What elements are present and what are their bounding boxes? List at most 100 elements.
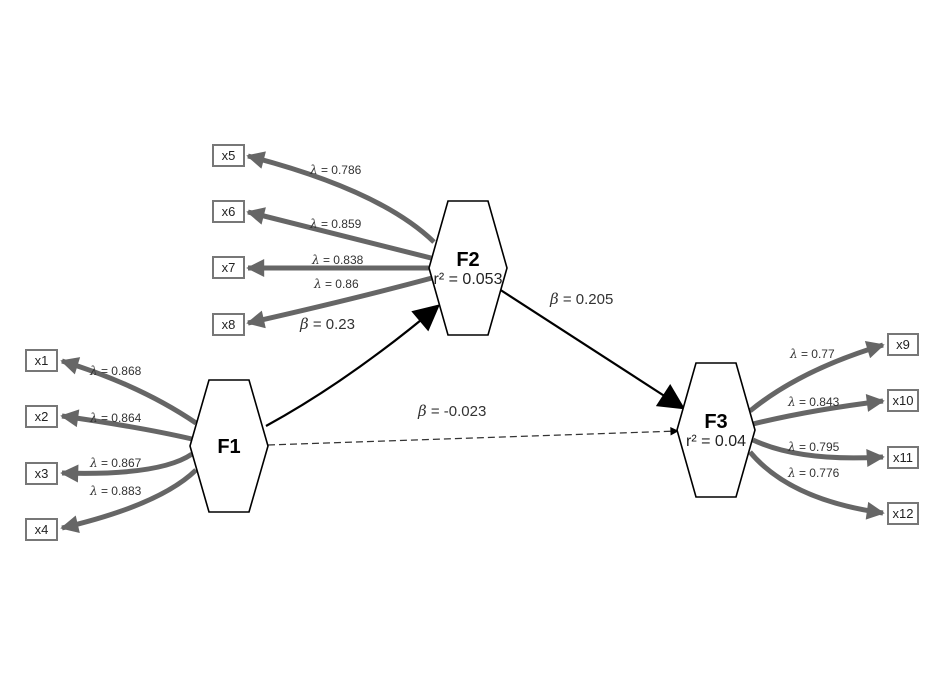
beta-value: = -0.023 bbox=[427, 403, 487, 420]
loading-label-x5: λ = 0.786 bbox=[309, 163, 362, 177]
path-label-f2-f3: β = 0.205 bbox=[549, 290, 613, 308]
indicator-box bbox=[887, 446, 919, 469]
loading-label-x6: λ = 0.859 bbox=[309, 217, 362, 231]
lambda-symbol: λ bbox=[789, 347, 798, 361]
latent-hexagon bbox=[189, 379, 269, 513]
indicator-box bbox=[212, 313, 245, 336]
r2-symbol: r² bbox=[686, 433, 697, 450]
indicator-label: x11 bbox=[893, 450, 913, 465]
indicator-x4: x4 bbox=[25, 518, 58, 541]
lambda-symbol: λ bbox=[313, 277, 322, 291]
indicator-box bbox=[887, 333, 919, 356]
loading-value: = 0.883 bbox=[98, 484, 142, 498]
path-arrow-f1-f2 bbox=[265, 304, 441, 427]
loading-label-x7: λ = 0.838 bbox=[311, 253, 364, 267]
latent-name: F3 bbox=[704, 411, 727, 433]
lambda-symbol: λ bbox=[89, 484, 98, 498]
indicator-label: x6 bbox=[222, 204, 236, 219]
indicators-layer: x1 x2 x3 x4 x5 x6 x7 x8 x9 x10 x11 x12 bbox=[25, 144, 919, 541]
loading-arrow-f2-x8 bbox=[246, 275, 433, 329]
loading-value: = 0.867 bbox=[98, 456, 142, 470]
loading-arrow-f1-x3 bbox=[60, 451, 194, 483]
loading-value: = 0.86 bbox=[322, 277, 359, 291]
indicator-box bbox=[25, 405, 58, 428]
indicator-x8: x8 bbox=[212, 313, 245, 336]
indicator-box bbox=[25, 462, 58, 485]
loading-arrow-f3-x11 bbox=[751, 437, 885, 467]
loading-value: = 0.868 bbox=[98, 364, 142, 378]
loading-arrow-f1-x4 bbox=[60, 468, 198, 534]
loading-label-x1: λ = 0.868 bbox=[89, 364, 142, 378]
indicator-box bbox=[212, 200, 245, 223]
path-label-f1-f3: β = -0.023 bbox=[417, 402, 486, 420]
indicator-label: x10 bbox=[893, 393, 914, 408]
indicator-box bbox=[212, 256, 245, 279]
indicator-box bbox=[887, 502, 919, 525]
lambda-symbol: λ bbox=[787, 466, 796, 480]
lambda-symbol: λ bbox=[311, 253, 320, 267]
loading-value: = 0.864 bbox=[98, 411, 142, 425]
loading-arrow-f2-x5 bbox=[246, 151, 436, 244]
loading-label-x2: λ = 0.864 bbox=[89, 411, 142, 425]
loading-arrow-f3-x10 bbox=[752, 394, 885, 427]
lambda-symbol: λ bbox=[309, 217, 318, 231]
indicator-label: x8 bbox=[222, 317, 236, 332]
indicator-label: x5 bbox=[222, 148, 236, 163]
indicator-box bbox=[887, 389, 919, 412]
latent-name: F2 bbox=[456, 249, 479, 271]
beta-value: = 0.205 bbox=[559, 291, 614, 308]
loading-arrow-f3-x12 bbox=[748, 450, 885, 520]
loading-label-x4: λ = 0.883 bbox=[89, 484, 142, 498]
lambda-symbol: λ bbox=[89, 456, 98, 470]
latent-f1: F1 bbox=[189, 379, 269, 513]
indicator-x9: x9 bbox=[887, 333, 919, 356]
indicator-label: x4 bbox=[35, 522, 49, 537]
indicator-x3: x3 bbox=[25, 462, 58, 485]
loading-label-x12: λ = 0.776 bbox=[787, 466, 840, 480]
loading-label-x3: λ = 0.867 bbox=[89, 456, 142, 470]
structural-paths-layer bbox=[265, 288, 686, 446]
path-label-f1-f2: β = 0.23 bbox=[299, 315, 355, 333]
indicator-label: x12 bbox=[893, 506, 914, 521]
loading-value: = 0.859 bbox=[318, 217, 362, 231]
loading-label-x8: λ = 0.86 bbox=[313, 277, 359, 291]
indicator-box bbox=[25, 518, 58, 541]
indicator-x11: x11 bbox=[887, 446, 919, 469]
indicator-label: x3 bbox=[35, 466, 49, 481]
indicator-label: x2 bbox=[35, 409, 49, 424]
indicator-x2: x2 bbox=[25, 405, 58, 428]
beta-symbol: β bbox=[299, 315, 309, 333]
latent-hexagon bbox=[676, 362, 756, 498]
r2-value: = 0.04 bbox=[697, 433, 746, 450]
beta-symbol: β bbox=[549, 290, 559, 308]
loading-value: = 0.838 bbox=[320, 253, 364, 267]
loading-value: = 0.786 bbox=[318, 163, 362, 177]
latent-name: F1 bbox=[217, 436, 240, 458]
lambda-symbol: λ bbox=[89, 364, 98, 378]
lambda-symbol: λ bbox=[787, 395, 796, 409]
indicator-box bbox=[212, 144, 245, 167]
loading-arrow-f1-x1 bbox=[60, 357, 198, 426]
indicator-x12: x12 bbox=[887, 502, 919, 525]
lambda-symbol: λ bbox=[309, 163, 318, 177]
loadings-layer bbox=[60, 151, 885, 534]
indicator-x10: x10 bbox=[887, 389, 919, 412]
loading-value: = 0.795 bbox=[796, 440, 840, 454]
loading-label-x11: λ = 0.795 bbox=[787, 440, 840, 454]
path-arrow-f2-f3 bbox=[498, 288, 686, 410]
r-squared-label: r² = 0.04 bbox=[686, 433, 746, 450]
indicator-label: x7 bbox=[222, 260, 236, 275]
loading-value: = 0.776 bbox=[796, 466, 840, 480]
lambda-symbol: λ bbox=[787, 440, 796, 454]
indicator-x1: x1 bbox=[25, 349, 58, 372]
indicator-box bbox=[25, 349, 58, 372]
loading-label-x9: λ = 0.77 bbox=[789, 347, 835, 361]
loading-label-x10: λ = 0.843 bbox=[787, 395, 840, 409]
indicator-x5: x5 bbox=[212, 144, 245, 167]
indicator-x7: x7 bbox=[212, 256, 245, 279]
indicator-label: x9 bbox=[896, 337, 910, 352]
